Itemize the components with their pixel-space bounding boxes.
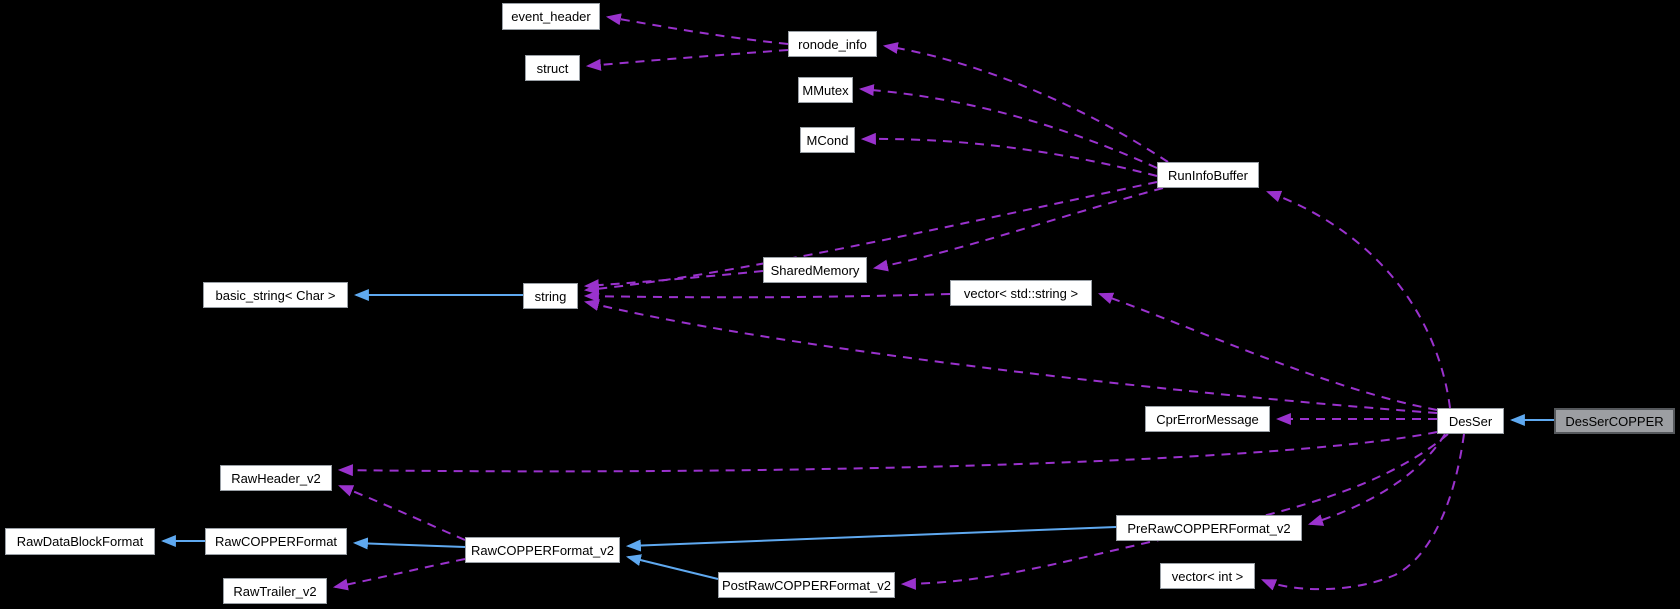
- node-runinfobuffer[interactable]: RunInfoBuffer: [1157, 162, 1259, 188]
- edge-runinfobuffer-to-mcond: [860, 132, 1158, 177]
- edge-runinfobuffer-to-string: [583, 181, 1158, 295]
- node-mmutex[interactable]: MMutex: [798, 77, 853, 103]
- edge-runinfobuffer-to-sharedmemory: [872, 187, 1164, 272]
- edge-postrawcopperformat_v2-to-rawcopperformat_v2: [625, 554, 719, 580]
- edge-desser-to-runinfobuffer: [1266, 190, 1451, 409]
- node-prerawcopperformat-v2[interactable]: PreRawCOPPERFormat_v2: [1116, 515, 1302, 541]
- node-rawcopperformat[interactable]: RawCOPPERFormat: [205, 528, 347, 555]
- node-vector-int[interactable]: vector< int >: [1160, 563, 1255, 589]
- node-rawdatablockformat[interactable]: RawDataBlockFormat: [5, 528, 155, 555]
- edge-runinfobuffer-to-ronode_info: [882, 42, 1169, 163]
- node-ronode-info[interactable]: ronode_info: [788, 31, 877, 57]
- node-sharedmemory[interactable]: SharedMemory: [763, 257, 867, 283]
- edge-desser-to-rawheader_v2: [337, 431, 1438, 477]
- node-rawheader-v2[interactable]: RawHeader_v2: [220, 465, 332, 491]
- node-desser[interactable]: DesSer: [1437, 408, 1504, 434]
- edge-rawcopperformat_v2-to-rawheader_v2: [338, 485, 466, 541]
- node-string[interactable]: string: [523, 283, 578, 309]
- edge-desser-to-vector_int: [1261, 433, 1465, 591]
- edge-prerawcopperformat_v2-to-rawcopperformat_v2: [625, 526, 1117, 552]
- edge-desser-to-postrawcopperformat_v2: [900, 433, 1449, 590]
- node-rawcopperformat-v2[interactable]: RawCOPPERFormat_v2: [465, 537, 620, 563]
- edge-ronode_info-to-event_header: [605, 13, 789, 45]
- node-dessercopper[interactable]: DesSerCOPPER: [1554, 408, 1675, 434]
- node-struct[interactable]: struct: [525, 55, 580, 81]
- node-vector-std-string[interactable]: vector< std::string >: [950, 280, 1092, 306]
- node-cprerrormessage[interactable]: CprErrorMessage: [1145, 406, 1270, 432]
- edge-rawcopperformat_v2-to-rawtrailer_v2: [332, 558, 466, 591]
- edge-desser-to-prerawcopperformat_v2: [1307, 433, 1446, 526]
- edge-sharedmemory-to-string: [583, 270, 764, 292]
- edge-runinfobuffer-to-mmutex: [858, 84, 1158, 169]
- node-postrawcopperformat-v2[interactable]: PostRawCOPPERFormat_v2: [718, 572, 895, 598]
- edge-rawcopperformat_v2-to-rawcopperformat: [352, 537, 466, 550]
- node-event-header[interactable]: event_header: [502, 3, 600, 30]
- edge-ronode_info-to-struct: [585, 49, 789, 71]
- node-rawtrailer-v2[interactable]: RawTrailer_v2: [223, 578, 327, 604]
- node-basic-string-char[interactable]: basic_string< Char >: [203, 282, 348, 308]
- node-mcond[interactable]: MCond: [800, 127, 855, 153]
- edge-desser-to-vector_std_string: [1098, 292, 1438, 411]
- edge-vector_std_string-to-string: [583, 290, 951, 303]
- edge-desser-to-string: [583, 299, 1438, 414]
